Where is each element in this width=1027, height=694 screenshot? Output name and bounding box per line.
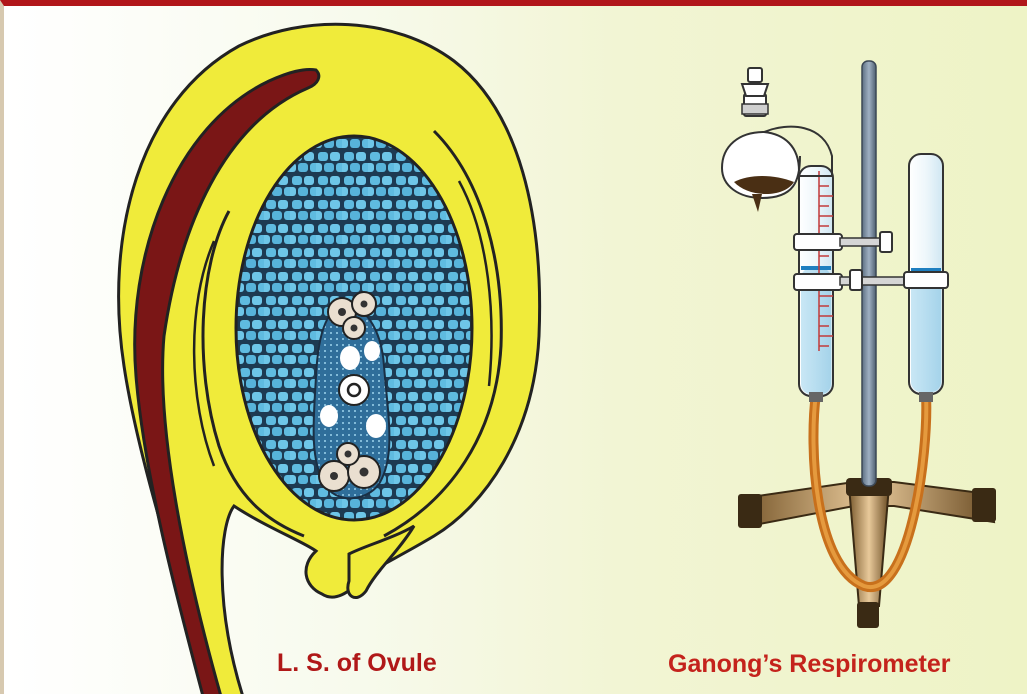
stand-rod <box>862 61 876 486</box>
secondary-nucleus <box>339 375 369 405</box>
ovule-diagram <box>119 24 540 694</box>
ovule-caption: L. S. of Ovule <box>277 649 437 678</box>
respirometer-diagram <box>722 61 996 628</box>
diagrams-svg <box>4 6 1027 694</box>
respirometer-caption: Ganong’s Respirometer <box>668 650 950 679</box>
